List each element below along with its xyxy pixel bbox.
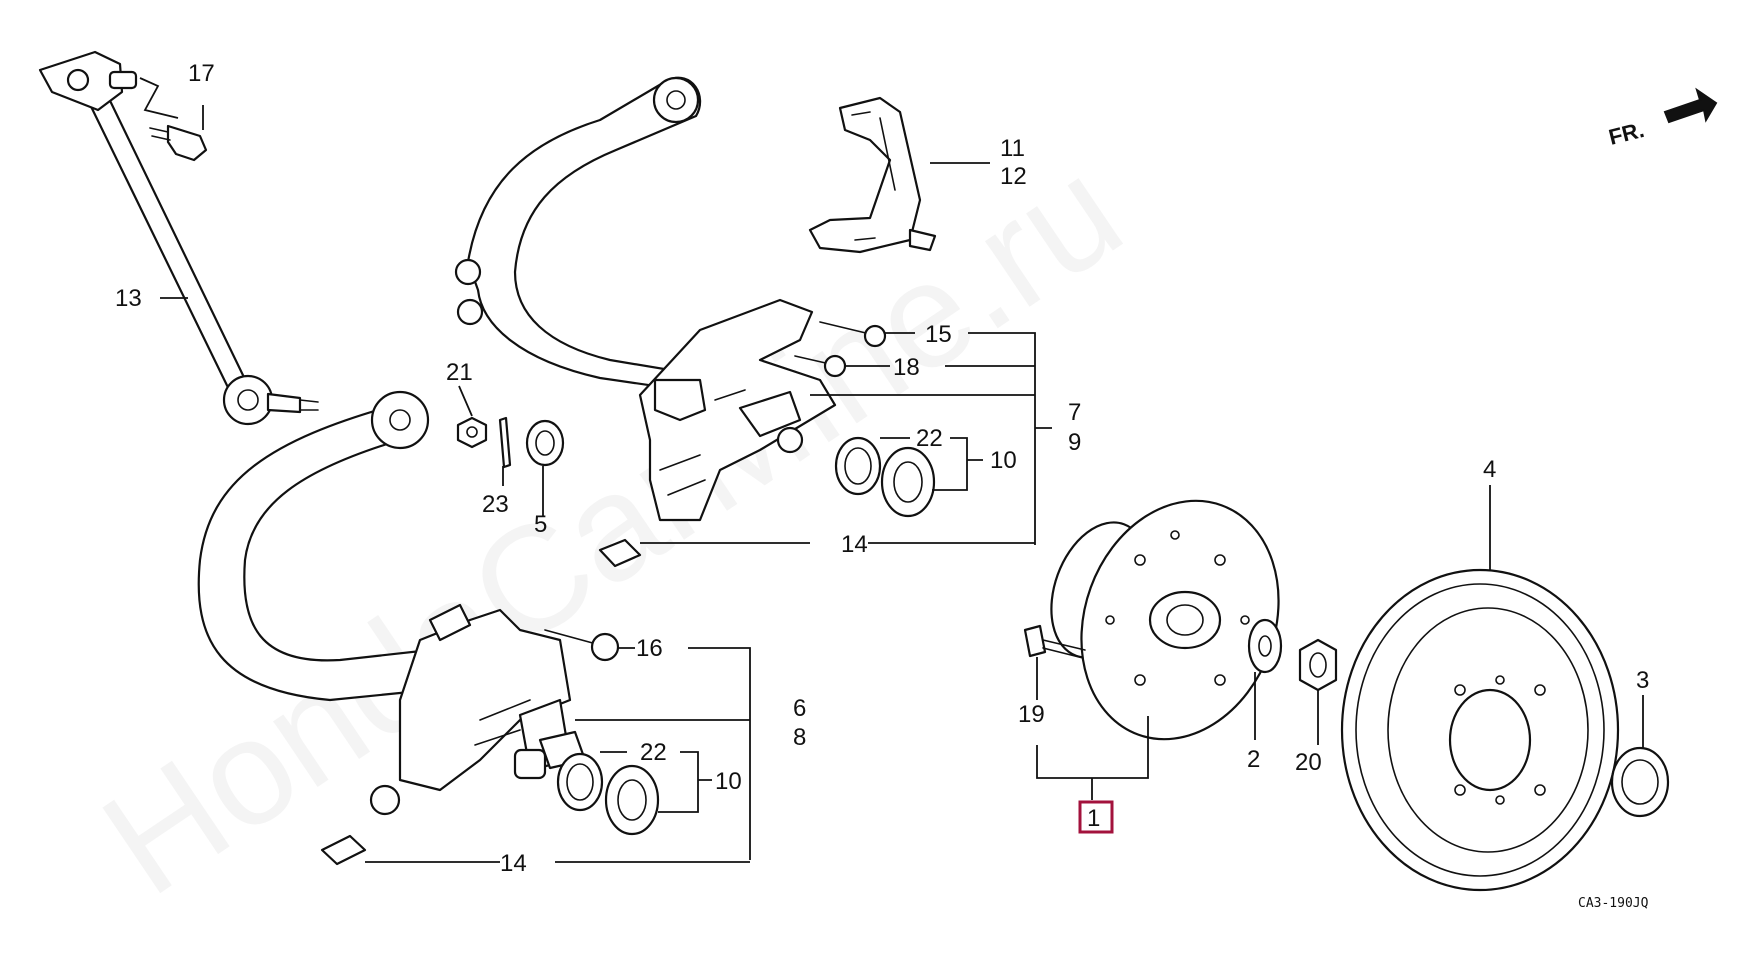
callout-3: 3	[1636, 667, 1649, 694]
part-6-8-lower-arm	[197, 390, 432, 702]
front-arrow-icon	[1663, 87, 1718, 124]
part-2-washer	[1247, 618, 1283, 674]
part-18-bolt	[794, 354, 847, 378]
callout-12: 12	[1000, 163, 1027, 190]
lower-bushing-set	[556, 752, 660, 836]
part-1-hub-assembly	[1050, 499, 1280, 741]
callout-13: 13	[115, 285, 142, 312]
callout-19: 19	[1018, 701, 1045, 728]
callout-22-upper: 22	[916, 425, 943, 452]
upper-bushing-set	[834, 436, 936, 518]
callout-17: 17	[188, 60, 215, 87]
callout-2: 2	[1247, 746, 1260, 773]
part-5-bushing	[525, 419, 565, 467]
part-19-wheel-stud	[1023, 624, 1086, 659]
callout-7: 7	[1068, 399, 1081, 426]
highlight-box-part-1	[1078, 800, 1114, 834]
part-20-hub-nut	[1298, 638, 1338, 692]
callout-22-lower: 22	[640, 739, 667, 766]
part-11-12-bracket	[808, 96, 937, 254]
callout-10-upper: 10	[990, 447, 1017, 474]
lower-knuckle-assembly	[369, 603, 587, 816]
diagram-code: CA3-190JQ	[1578, 896, 1649, 911]
callout-14-lower: 14	[500, 850, 527, 877]
part-15-bolt	[819, 321, 887, 348]
callout-6: 6	[793, 695, 806, 722]
part-14-grease-fitting-lower	[320, 834, 367, 866]
leader-lines	[160, 105, 1644, 863]
part-4-brake-drum	[1340, 568, 1620, 892]
callout-11: 11	[1000, 135, 1025, 162]
callout-18: 18	[893, 354, 920, 381]
callout-16: 16	[636, 635, 663, 662]
part-23-cotter-pin	[498, 416, 512, 469]
part-21-nut	[456, 416, 488, 449]
callout-5: 5	[534, 511, 547, 538]
callout-4: 4	[1483, 456, 1496, 483]
part-13-link-rod	[38, 50, 319, 426]
callout-14-upper: 14	[841, 531, 868, 558]
front-direction-label: FR.	[1606, 117, 1646, 150]
part-14-grease-fitting-upper	[598, 538, 642, 568]
upper-knuckle-assembly	[638, 298, 837, 522]
callout-9: 9	[1068, 429, 1081, 456]
callout-1: 1	[1087, 805, 1100, 832]
callout-20: 20	[1295, 749, 1322, 776]
callout-10-lower: 10	[715, 768, 742, 795]
callout-labels: 1 2 3 4 5 6 7 8 9 10 10 11 12 13 14 14 1…	[115, 60, 1649, 877]
callout-8: 8	[793, 724, 806, 751]
front-direction-indicator: FR.	[1606, 87, 1718, 150]
callout-23: 23	[482, 491, 509, 518]
part-17-bolt	[149, 124, 208, 162]
part-7-9-trailing-arm	[454, 76, 762, 402]
part-16-bolt	[544, 629, 620, 662]
callout-15: 15	[925, 321, 952, 348]
callout-21: 21	[446, 359, 473, 386]
part-3-hub-cap	[1610, 746, 1670, 818]
